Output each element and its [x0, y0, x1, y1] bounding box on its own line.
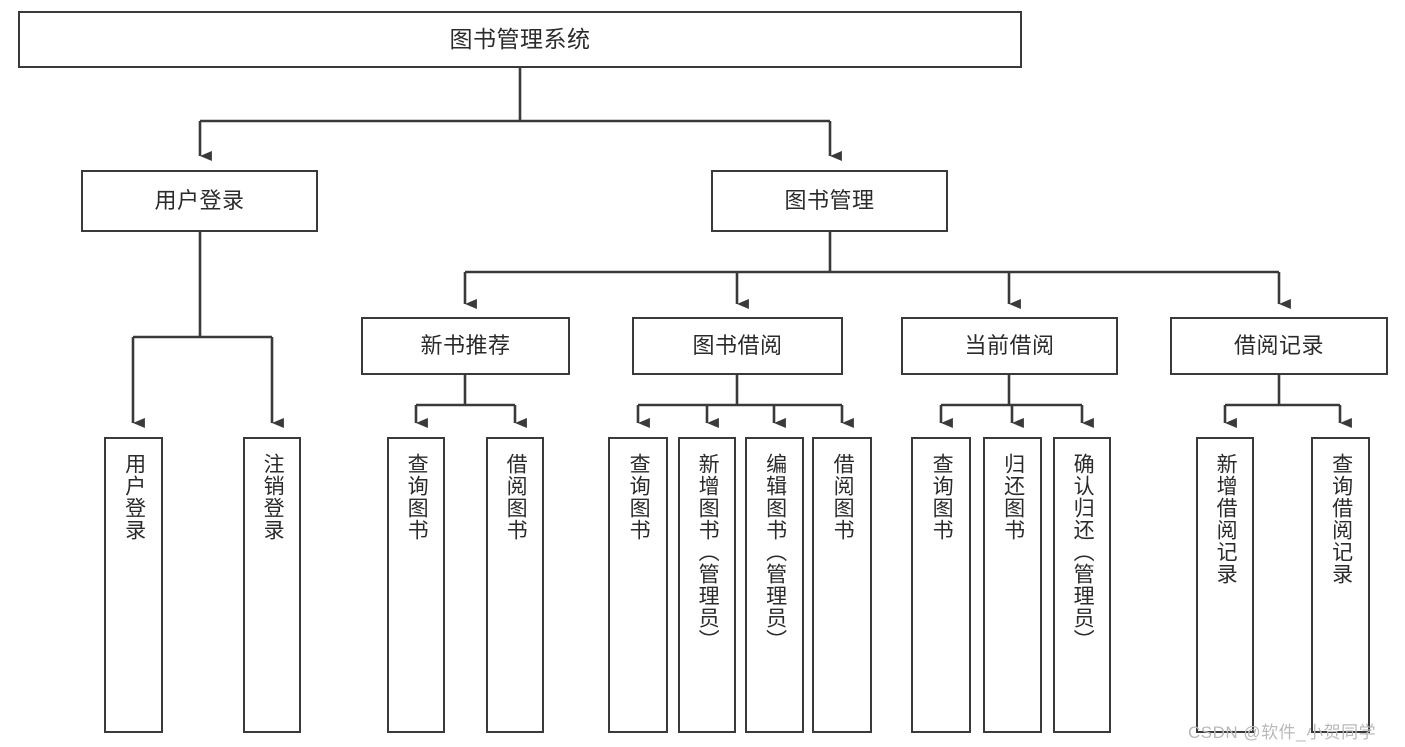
node-root-label: 图书管理系统 — [449, 25, 591, 52]
node-leaf-edit-book-admin-label: 编辑图书（管理员） — [763, 453, 787, 651]
csdn-watermark: CSDN @软件_小贺同学 — [1188, 723, 1377, 742]
node-leaf-query-book-1[interactable]: 查询图书 — [387, 437, 445, 733]
node-leaf-user-login[interactable]: 用户登录 — [104, 437, 163, 733]
node-leaf-add-borrow-record[interactable]: 新增借阅记录 — [1196, 437, 1254, 733]
node-root[interactable]: 图书管理系统 — [18, 11, 1022, 68]
node-leaf-add-book-admin[interactable]: 新增图书（管理员） — [678, 437, 736, 733]
node-leaf-borrow-book-1-label: 借阅图书 — [504, 453, 528, 541]
node-book-manage-label: 图书管理 — [784, 188, 875, 214]
node-leaf-query-borrow-record[interactable]: 查询借阅记录 — [1311, 437, 1370, 733]
node-leaf-confirm-return-admin-label: 确认归还（管理员） — [1071, 453, 1095, 651]
node-leaf-user-logout[interactable]: 注销登录 — [243, 437, 301, 733]
node-leaf-query-book-3[interactable]: 查询图书 — [911, 437, 971, 733]
node-leaf-edit-book-admin[interactable]: 编辑图书（管理员） — [745, 437, 804, 733]
node-leaf-user-login-label: 用户登录 — [122, 453, 146, 541]
node-leaf-confirm-return-admin[interactable]: 确认归还（管理员） — [1053, 437, 1111, 733]
node-borrow-record[interactable]: 借阅记录 — [1170, 317, 1388, 375]
node-leaf-add-book-admin-label: 新增图书（管理员） — [696, 453, 720, 651]
node-current-borrow[interactable]: 当前借阅 — [901, 317, 1118, 375]
node-leaf-add-borrow-record-label: 新增借阅记录 — [1214, 453, 1238, 585]
node-leaf-query-book-2-label: 查询图书 — [627, 453, 651, 541]
node-book-borrow[interactable]: 图书借阅 — [632, 317, 843, 375]
node-user-login[interactable]: 用户登录 — [81, 170, 318, 232]
node-leaf-borrow-book-1[interactable]: 借阅图书 — [486, 437, 544, 733]
node-book-manage[interactable]: 图书管理 — [711, 170, 948, 232]
node-leaf-return-book-label: 归还图书 — [1001, 453, 1025, 541]
node-user-login-label: 用户登录 — [154, 188, 245, 214]
node-leaf-query-book-2[interactable]: 查询图书 — [608, 437, 668, 733]
node-new-book-recommend[interactable]: 新书推荐 — [361, 317, 570, 375]
node-leaf-borrow-book-2-label: 借阅图书 — [831, 453, 855, 541]
node-new-book-recommend-label: 新书推荐 — [420, 333, 511, 359]
node-leaf-query-book-1-label: 查询图书 — [405, 453, 429, 541]
node-leaf-user-logout-label: 注销登录 — [261, 453, 285, 541]
node-leaf-query-borrow-record-label: 查询借阅记录 — [1329, 453, 1353, 585]
node-leaf-return-book[interactable]: 归还图书 — [983, 437, 1042, 733]
node-book-borrow-label: 图书借阅 — [692, 333, 783, 359]
node-leaf-query-book-3-label: 查询图书 — [930, 453, 954, 541]
node-current-borrow-label: 当前借阅 — [964, 333, 1055, 359]
node-leaf-borrow-book-2[interactable]: 借阅图书 — [812, 437, 872, 733]
node-borrow-record-label: 借阅记录 — [1233, 333, 1324, 359]
